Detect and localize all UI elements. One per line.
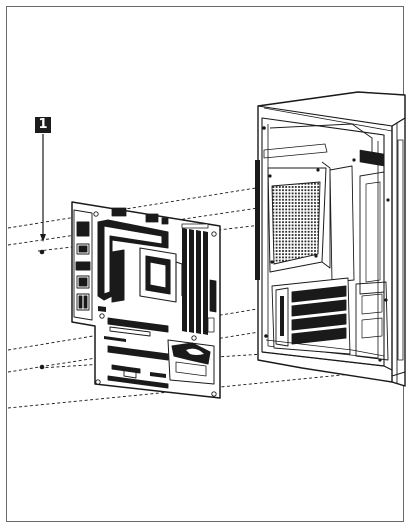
step-number-badge: 1	[35, 117, 51, 133]
pc-case	[255, 91, 406, 387]
motherboard	[71, 201, 221, 399]
alignment-line	[7, 189, 381, 246]
vrm-heatsink	[97, 219, 169, 303]
chipset-heatsink	[167, 339, 215, 385]
install-direction-arrow	[40, 134, 46, 242]
motherboard-mounting-holes	[93, 211, 217, 397]
mounting-screw	[39, 249, 45, 255]
pcie-slots	[107, 317, 169, 389]
rear-io-ports	[73, 209, 93, 321]
cpu-socket	[139, 247, 183, 303]
mounting-screw	[39, 364, 45, 370]
expansion-slot-covers	[271, 277, 351, 355]
cpu-power-header	[111, 207, 169, 225]
memory-slots	[182, 228, 208, 335]
mounting-screws	[39, 249, 45, 370]
